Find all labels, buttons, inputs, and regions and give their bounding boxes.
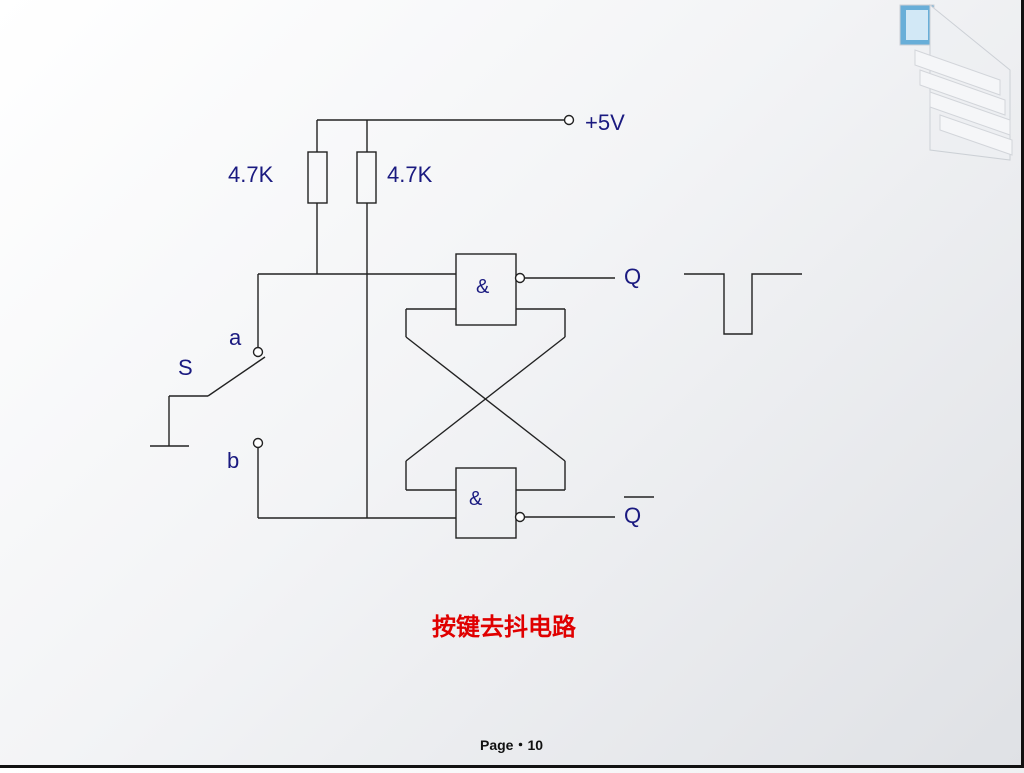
nand-gate-bottom [455, 467, 615, 539]
resistor-left-label: 4.7K [228, 162, 274, 187]
contact-b-terminal [252, 437, 264, 449]
supply-label: +5V [585, 110, 625, 135]
supply-terminal [563, 114, 575, 126]
wire-contact-a [252, 273, 456, 358]
nand-gate-top [455, 253, 615, 326]
staircase-decoration [899, 3, 1013, 161]
output-qbar-label: Q [624, 503, 641, 528]
slide-caption: 按键去抖电路 [432, 613, 577, 641]
output-q-label: Q [624, 264, 641, 289]
supply-rail: +5V [317, 110, 625, 135]
contact-b-label: b [227, 448, 239, 473]
resistor-left [307, 120, 328, 274]
output-pulse-waveform [684, 273, 802, 335]
contact-a-label: a [229, 325, 242, 350]
contact-a-terminal [252, 346, 264, 358]
switch-s [150, 356, 266, 447]
slide-border-right [1021, 0, 1024, 768]
wire-contact-b [252, 437, 456, 519]
feedback-cross-coupling [405, 308, 566, 491]
resistor-right-label: 4.7K [387, 162, 433, 187]
gate-bottom-symbol: & [469, 488, 483, 510]
switch-label: S [178, 355, 193, 380]
page-number: Page・10 [480, 737, 543, 753]
gate-top-symbol: & [476, 276, 490, 298]
resistor-right [356, 120, 377, 518]
slide-border-bottom [0, 765, 1024, 768]
